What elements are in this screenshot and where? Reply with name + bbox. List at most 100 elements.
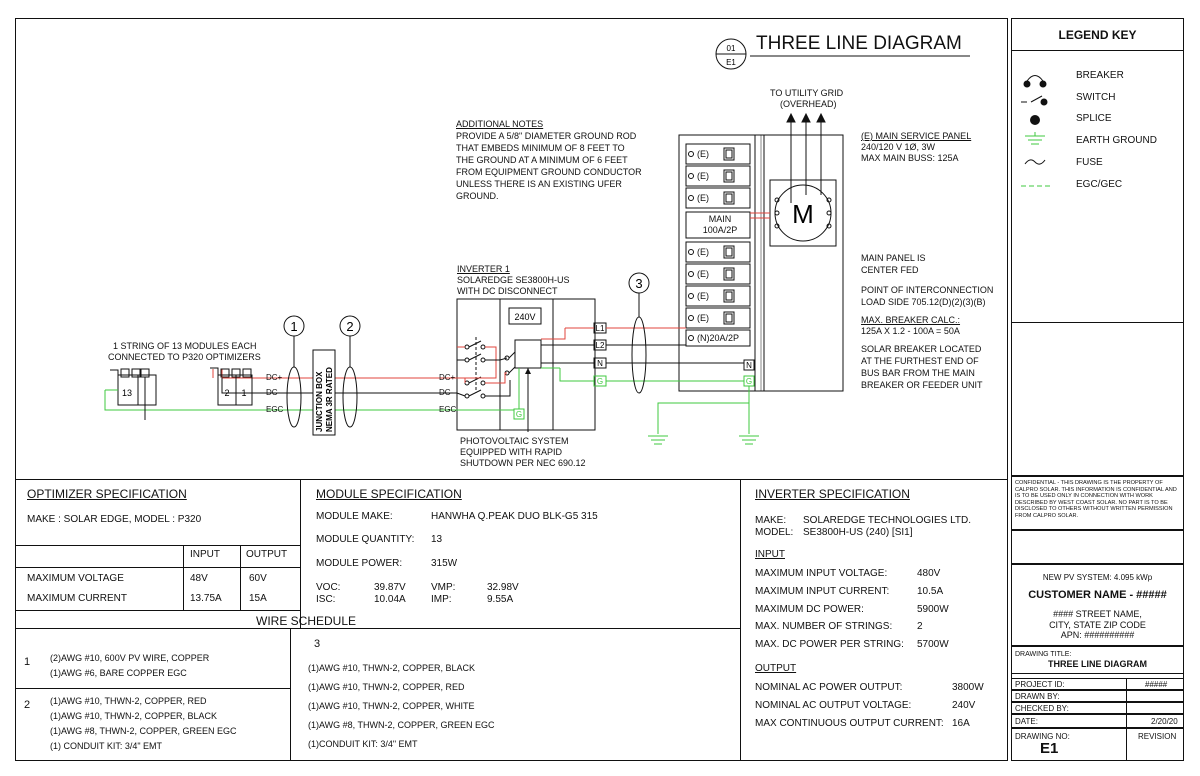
inverter-term-g: G bbox=[597, 377, 603, 386]
wire-group-3-line: (1)AWG #8, THWN-2, COPPER, GREEN EGC bbox=[308, 720, 495, 730]
wire-tag-3: 3 bbox=[635, 276, 642, 291]
breaker-label: (E) bbox=[697, 313, 709, 323]
customer-city: CITY, STATE ZIP CODE bbox=[1049, 620, 1146, 630]
panel-breakers bbox=[685, 143, 751, 347]
wire-group-2-line: (1)AWG #10, THWN-2, COPPER, RED bbox=[50, 696, 207, 706]
optimizer-make: MAKE : SOLAR EDGE, MODEL : P320 bbox=[27, 514, 202, 525]
poi-line1: POINT OF INTERCONNECTION bbox=[861, 285, 994, 295]
solar-loc-4: BREAKER OR FEEDER UNIT bbox=[861, 380, 983, 390]
module-spec-heading: MODULE SPECIFICATION bbox=[316, 487, 462, 501]
breaker-label: (E) bbox=[697, 149, 709, 159]
string-dc-minus: DC- bbox=[266, 388, 281, 397]
inv-input-heading: INPUT bbox=[755, 549, 785, 560]
three-line-diagram: 01 E1 (E) (E) bbox=[104, 38, 970, 445]
utility-line1: TO UTILITY GRID bbox=[770, 88, 844, 98]
meter-label: M bbox=[792, 199, 814, 229]
optimizer-spec-heading: OPTIMIZER SPECIFICATION bbox=[27, 487, 187, 501]
optimizer-col-output: OUTPUT bbox=[246, 549, 288, 560]
project-id-value: ##### bbox=[1145, 680, 1168, 689]
main-breaker-rating: 100A/2P bbox=[703, 225, 738, 235]
notes-line-5: UNLESS THERE IS AN EXISTING UFER bbox=[456, 179, 622, 189]
earth-ground-icon bbox=[1025, 132, 1045, 145]
wire-group-3-line: (1)AWG #10, THWN-2, COPPER, WHITE bbox=[308, 701, 475, 711]
inv-output-label: NOMINAL AC OUTPUT VOLTAGE: bbox=[755, 700, 912, 711]
module-voc-label: VOC: bbox=[316, 582, 341, 593]
string-egc: EGC bbox=[266, 405, 284, 414]
pv-note-2: EQUIPPED WITH RAPID bbox=[460, 447, 563, 457]
date-value: 2/20/20 bbox=[1151, 717, 1178, 726]
notes-line-1: PROVIDE A 5/8" DIAMETER GROUND ROD bbox=[456, 131, 637, 141]
inv-output-label: MAX CONTINUOUS OUTPUT CURRENT: bbox=[755, 718, 944, 729]
system-size: NEW PV SYSTEM: 4.095 kWp bbox=[1042, 573, 1153, 582]
junction-box-label: JUNCTION BOX bbox=[315, 371, 324, 432]
fuse-icon bbox=[1024, 159, 1046, 165]
module-make-label: MODULE MAKE: bbox=[316, 511, 393, 522]
inv-output-value: 3800W bbox=[952, 682, 984, 693]
title-block-drawing-title bbox=[1011, 646, 1184, 674]
utility-line2: (OVERHEAD) bbox=[780, 99, 837, 109]
optimizer-row-input: 48V bbox=[190, 573, 208, 584]
module-vmp-label: VMP: bbox=[431, 582, 456, 593]
date-label: DATE: bbox=[1015, 717, 1038, 726]
junction-box-rating: NEMA 3R RATED bbox=[325, 367, 334, 432]
module-make-value: HANWHA Q.PEAK DUO BLK-G5 315 bbox=[431, 511, 598, 522]
customer-name: CUSTOMER NAME - ##### bbox=[1028, 589, 1167, 601]
wire-group-2-tag: 2 bbox=[24, 699, 31, 711]
wire-group-3-line: (1)CONDUIT KIT: 3/4" EMT bbox=[308, 739, 418, 749]
module-2: 2 bbox=[224, 388, 229, 398]
inv-input-label: MAX. NUMBER OF STRINGS: bbox=[755, 621, 893, 632]
solar-loc-1: SOLAR BREAKER LOCATED bbox=[861, 344, 982, 354]
pv-module-string bbox=[110, 367, 253, 420]
inverter-dc-minus: DC- bbox=[439, 388, 454, 397]
inv-input-value: 5700W bbox=[917, 639, 949, 650]
notes-line-3: THE GROUND AT A MINIMUM OF 6 FEET bbox=[456, 155, 628, 165]
service-panel-heading: (E) MAIN SERVICE PANEL bbox=[861, 131, 972, 141]
inverter-ground-terminal: G bbox=[516, 410, 522, 419]
inv-make-value: SOLAREDGE TECHNOLOGIES LTD. bbox=[803, 515, 972, 526]
inverter-heading: INVERTER 1 bbox=[457, 264, 510, 274]
drawing-title-label: DRAWING TITLE: bbox=[1015, 651, 1072, 658]
poi-line2: LOAD SIDE 705.12(D)(2)(3)(B) bbox=[861, 297, 986, 307]
utility-arrows bbox=[786, 112, 826, 195]
inv-input-label: MAX. DC POWER PER STRING: bbox=[755, 639, 904, 650]
wire-schedule-heading: WIRE SCHEDULE bbox=[256, 614, 357, 628]
module-isc-label: ISC: bbox=[316, 594, 336, 605]
inv-input-value: 5900W bbox=[917, 604, 949, 615]
inv-output-label: NOMINAL AC POWER OUTPUT: bbox=[755, 682, 903, 693]
junction-box bbox=[312, 349, 336, 436]
module-isc-value: 10.04A bbox=[374, 594, 406, 605]
module-1: 1 bbox=[241, 388, 246, 398]
module-voc-value: 39.87V bbox=[374, 582, 406, 593]
breaker-label: (E) bbox=[697, 171, 709, 181]
inv-input-label: MAXIMUM DC POWER: bbox=[755, 604, 864, 615]
breaker-icon bbox=[1023, 75, 1047, 88]
confidential-text: CONFIDENTIAL - THIS DRAWING IS THE PROPE… bbox=[1015, 480, 1177, 519]
inv-output-value: 16A bbox=[952, 718, 970, 729]
row-date bbox=[1011, 714, 1184, 728]
inverter-egc: EGC bbox=[439, 405, 457, 414]
customer-street: #### STREET NAME, bbox=[1053, 609, 1142, 619]
module-power-label: MODULE POWER: bbox=[316, 558, 403, 569]
wire-group-2-line: (1)AWG #8, THWN-2, COPPER, GREEN EGC bbox=[50, 726, 237, 736]
solar-breaker-label: (N)20A/2P bbox=[697, 333, 739, 343]
string-note-1: 1 STRING OF 13 MODULES EACH bbox=[113, 341, 257, 351]
module-13: 13 bbox=[122, 388, 132, 398]
notes-heading: ADDITIONAL NOTES bbox=[456, 119, 544, 129]
revision-label: REVISION bbox=[1138, 732, 1177, 741]
divider-diagram-specs bbox=[15, 479, 1008, 480]
module-imp-value: 9.55A bbox=[487, 594, 514, 605]
inv-input-label: MAXIMUM INPUT CURRENT: bbox=[755, 586, 890, 597]
inverter-term-n: N bbox=[597, 359, 603, 368]
module-qty-label: MODULE QUANTITY: bbox=[316, 534, 415, 545]
row-checked-by bbox=[1011, 702, 1184, 714]
inv-output-value: 240V bbox=[952, 700, 976, 711]
inv-input-label: MAXIMUM INPUT VOLTAGE: bbox=[755, 568, 888, 579]
wire-group-1-line: (2)AWG #10, 600V PV WIRE, COPPER bbox=[50, 653, 210, 663]
legend-switch: SWITCH bbox=[1076, 92, 1116, 103]
legend-fuse: FUSE bbox=[1076, 157, 1103, 168]
breaker-label: (E) bbox=[697, 247, 709, 257]
drawing-no-value: E1 bbox=[1040, 740, 1059, 757]
inverter-dc-plus: DC+ bbox=[439, 373, 456, 382]
panel-neutral-terminal: N bbox=[746, 361, 752, 370]
wire-group-3-tag: 3 bbox=[314, 638, 321, 650]
